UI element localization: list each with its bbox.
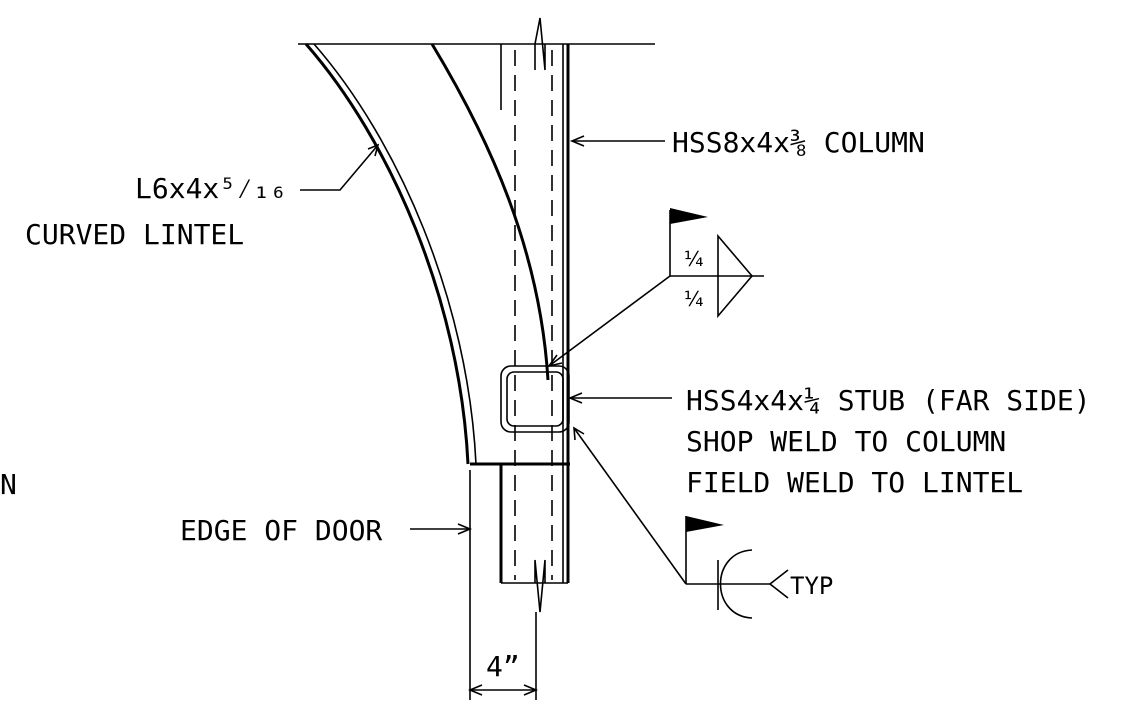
top-break-symbol — [534, 17, 546, 71]
lintel-label-line1: L6x4x⁵⁄₁₆ — [135, 172, 287, 205]
lintel-outer-edge-inner — [313, 43, 477, 465]
column-leader-arrow — [569, 135, 585, 147]
dimension-arrow-left — [467, 684, 483, 696]
dimension-arrow-right — [523, 684, 539, 696]
cropped-left-letter: N — [0, 468, 17, 501]
weld-bottom-flag — [686, 516, 724, 532]
weld-bottom-all-around — [719, 549, 753, 619]
lintel-leader — [300, 144, 379, 191]
stub-label-line2: SHOP WELD TO COLUMN — [686, 425, 1006, 458]
lintel-outer-edge — [304, 43, 470, 465]
weld-bottom-arrow-leader — [573, 427, 687, 585]
lintel-leader-arrow — [367, 143, 380, 157]
lintel-label-line2: CURVED LINTEL — [25, 218, 244, 251]
hss-stub-inner — [506, 371, 564, 427]
bottom-break-symbol — [534, 559, 546, 613]
weld-bottom-tail — [769, 569, 789, 599]
weld-top-arrow-leader — [548, 275, 671, 367]
weld-top-size: ¼ — [684, 247, 703, 271]
stub-label-line1: HSS4x4x¼ STUB (FAR SIDE) — [686, 384, 1091, 417]
weld-top-flag — [670, 208, 708, 224]
dimension-label: 4” — [486, 650, 520, 683]
typ-label: TYP — [790, 572, 833, 600]
stub-label-line3: FIELD WELD TO LINTEL — [686, 466, 1023, 499]
weld-bottom-arrow — [573, 426, 585, 441]
weld-top-fillet-symbol — [717, 233, 754, 319]
edge-of-door-label: EDGE OF DOOR — [180, 514, 382, 547]
column-label: HSS8x4x⅜ COLUMN — [672, 126, 925, 159]
hss-stub-outer — [500, 365, 570, 433]
weld-top-arrow — [547, 354, 563, 368]
stub-leader-arrow — [567, 392, 583, 404]
lintel-inner-edge — [430, 43, 550, 381]
weld-bottom-size: ¼ — [684, 287, 703, 311]
